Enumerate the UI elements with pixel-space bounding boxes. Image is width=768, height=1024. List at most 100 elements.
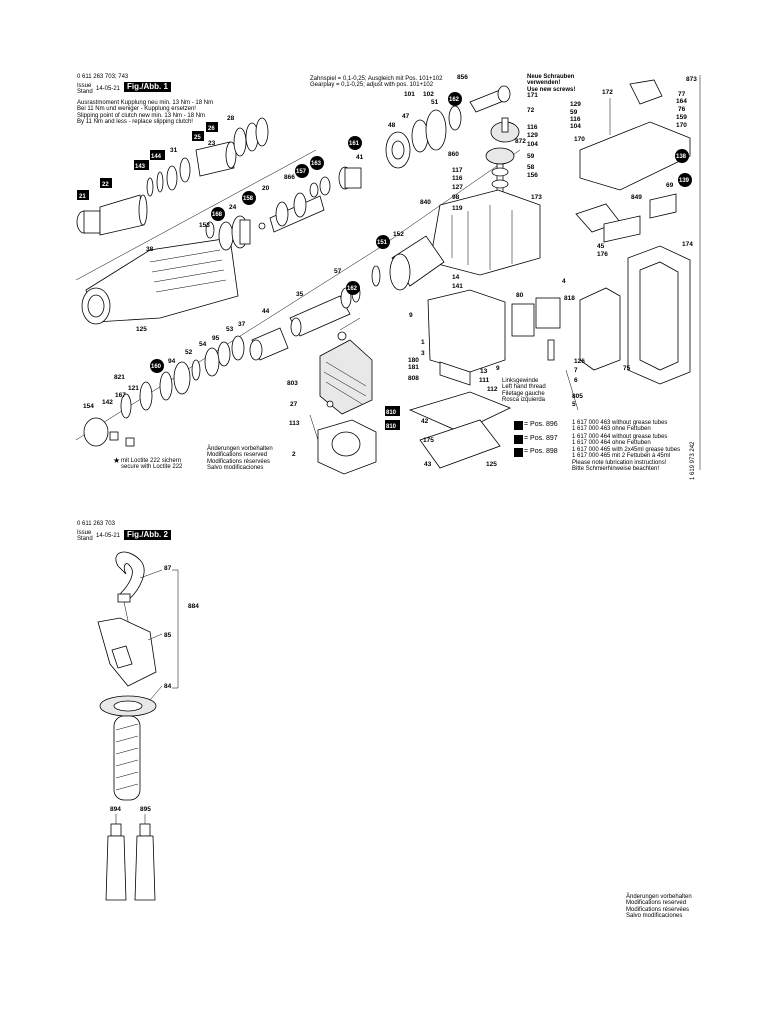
badge-810b: 810	[385, 420, 400, 430]
label-152: 152	[393, 231, 404, 238]
svg-text:163: 163	[311, 161, 322, 167]
badge-139: 139	[678, 173, 692, 187]
svg-text:151: 151	[377, 240, 388, 246]
label-164: 164	[676, 98, 687, 105]
grease-896-pos: = Pos. 896	[524, 421, 558, 428]
thread-note: Linksgewinde Left hand thread Filetage g…	[502, 378, 546, 404]
fig2-issue-label: Issue Stand	[77, 530, 93, 543]
label-57: 57	[334, 268, 342, 275]
grease-898-square-icon	[514, 448, 523, 457]
label-98: 98	[452, 194, 460, 201]
changes-note: Änderungen vorbehalten Modifications res…	[207, 446, 273, 472]
fig1-issue-label: Issue Stand	[77, 83, 93, 96]
label-175: 175	[423, 437, 434, 444]
strap-87-icon	[115, 551, 145, 631]
switch-icon	[511, 297, 561, 361]
label-171: 171	[527, 92, 538, 99]
svg-text:144: 144	[151, 154, 162, 160]
svg-text:138: 138	[676, 154, 687, 160]
label-6: 6	[574, 377, 578, 384]
label-37: 37	[238, 321, 246, 328]
svg-text:162: 162	[347, 286, 358, 292]
svg-text:25: 25	[194, 135, 201, 141]
label-116b: 116	[527, 124, 538, 131]
badge-163: 163	[310, 156, 324, 170]
label-31: 31	[170, 147, 178, 154]
svg-text:160: 160	[151, 364, 162, 370]
spindle-shaft-icon	[269, 192, 325, 233]
label-821: 821	[114, 374, 125, 381]
label-44: 44	[262, 308, 270, 315]
label-159: 159	[676, 114, 687, 121]
label-54: 54	[199, 341, 207, 348]
label-2: 2	[292, 451, 296, 458]
grease-898-lines: 1 617 000 465 with 2x45ml grease tubes 1…	[572, 447, 681, 460]
fig2-part-number: 0 611 263 703	[77, 521, 115, 527]
svg-text:26: 26	[208, 126, 215, 132]
tool-holder-cap-icon	[76, 194, 148, 236]
badge-151: 151	[376, 235, 390, 249]
fig2-label: Fig./Abb. 2	[124, 530, 171, 540]
label-104a: 104	[570, 123, 581, 130]
fig2-changes-note: Änderungen vorbehalten Modifications res…	[626, 894, 692, 920]
label-43: 43	[424, 461, 432, 468]
label-126: 126	[574, 358, 585, 365]
label-153: 153	[199, 222, 210, 229]
label-102: 102	[423, 91, 434, 98]
svg-text:158: 158	[243, 196, 254, 202]
svg-text:162: 162	[449, 97, 460, 103]
label-28: 28	[227, 115, 235, 122]
label-47: 47	[402, 113, 410, 120]
fig1-part-number: 0 611 263 703; 743	[77, 74, 129, 80]
label-38: 38	[146, 246, 154, 253]
label-172: 172	[602, 89, 613, 96]
badge-143: 143	[134, 160, 149, 170]
label-5: 5	[572, 401, 576, 408]
label-884: 884	[188, 603, 199, 610]
lube-note: Please note lubrication instructions! Bi…	[572, 460, 667, 473]
badge-138: 138	[675, 149, 689, 163]
label-69: 69	[666, 182, 674, 189]
slip-note: Ausrastmoment Kupplung neu min. 13 Nm - …	[77, 100, 214, 126]
motor-armature-icon	[319, 317, 373, 415]
label-24: 24	[229, 204, 237, 211]
label-803: 803	[287, 380, 298, 387]
label-154: 154	[83, 403, 94, 410]
badge-25: 25	[192, 131, 204, 141]
label-80: 80	[516, 292, 524, 299]
label-1: 1	[421, 339, 425, 346]
label-156: 156	[527, 172, 538, 179]
fig1-date: 14-05-21	[96, 86, 121, 92]
label-3: 3	[421, 350, 425, 357]
label-142: 142	[102, 399, 113, 406]
label-129b: 129	[527, 132, 538, 139]
label-119: 119	[452, 205, 463, 212]
label-173: 173	[531, 194, 542, 201]
label-181: 181	[408, 364, 419, 371]
label-59a: 59	[570, 109, 578, 116]
fig2-date: 14-05-21	[96, 533, 121, 539]
label-59b: 59	[527, 153, 535, 160]
handle-icon	[579, 245, 691, 385]
gear-housing-icon	[429, 189, 541, 276]
label-94: 94	[168, 358, 176, 365]
label-53: 53	[226, 326, 234, 333]
label-104b: 104	[527, 141, 538, 148]
label-48: 48	[388, 122, 396, 129]
grease-897-pos: = Pos. 897	[524, 435, 558, 442]
label-895: 895	[140, 806, 151, 813]
handle-icon	[97, 617, 157, 687]
gear-icon	[385, 105, 462, 169]
badge-144: 144	[150, 150, 165, 160]
svg-text:168: 168	[212, 212, 223, 218]
label-818: 818	[564, 295, 575, 302]
label-116a: 116	[570, 116, 581, 123]
label-167: 167	[115, 392, 126, 399]
label-27: 27	[290, 401, 298, 408]
label-808: 808	[408, 375, 419, 382]
label-41: 41	[356, 154, 364, 161]
label-51: 51	[431, 99, 439, 106]
label-9a: 9	[409, 312, 413, 319]
label-113: 113	[289, 420, 300, 427]
label-860: 860	[448, 151, 459, 158]
